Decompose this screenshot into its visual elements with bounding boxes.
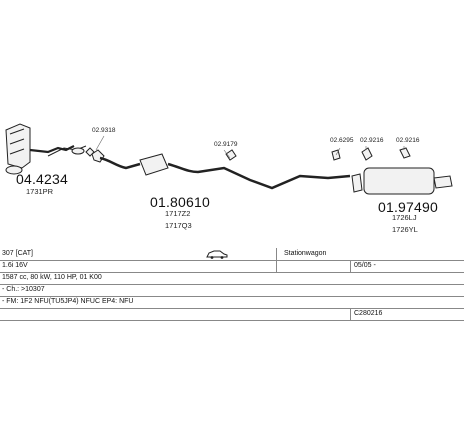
- part-ref-middle-silencer-2: 1717Q3: [165, 221, 192, 230]
- part-number-catalytic: 04.4234: [16, 171, 69, 187]
- part-ref-rear-silencer-2: 1726YL: [392, 225, 418, 234]
- spec-displacement: 1587 cc, 80 kW, 110 HP, 01 K00: [2, 274, 102, 281]
- part-number-hanger-3: 02.9216: [360, 137, 384, 144]
- rear-silencer-drawing: [351, 167, 453, 195]
- spec-row: - Ch.: >10307: [0, 284, 464, 297]
- spec-catalog-code: C280216: [354, 310, 383, 317]
- part-ref-middle-silencer-1: 1717Z2: [165, 209, 191, 218]
- part-number-hanger-1: 02.9179: [214, 141, 238, 148]
- hanger-rubber-drawings: [85, 147, 411, 161]
- part-number-rear-silencer: 01.97490: [378, 199, 438, 215]
- column-divider: [350, 260, 351, 272]
- exhaust-parts-drawing: [5, 123, 453, 195]
- spec-row: C280216: [0, 308, 464, 321]
- spec-date: 05/05 -: [354, 262, 376, 269]
- middle-silencer-drawing: [99, 153, 351, 190]
- spec-engine-codes: - FM: 1F2 NFU(TU5JP4) NFUC EP4: NFU: [2, 298, 134, 305]
- part-ref-catalytic: 1731PR: [26, 187, 54, 196]
- car-icon: [206, 249, 228, 263]
- spec-row: - FM: 1F2 NFU(TU5JP4) NFUC EP4: NFU: [0, 296, 464, 309]
- part-number-hanger-4: 02.9216: [396, 137, 420, 144]
- part-number-flange: 02.9318: [92, 127, 116, 134]
- part-ref-rear-silencer-1: 1726LJ: [392, 213, 417, 222]
- spec-row: 1.6i 16V 05/05 -: [0, 260, 464, 273]
- column-divider: [276, 248, 277, 272]
- exhaust-system-diagram: 04.4234 1731PR 02.9318 01.80610 1717Z2 1…: [5, 123, 453, 234]
- spec-row: 1587 cc, 80 kW, 110 HP, 01 K00: [0, 272, 464, 285]
- spec-engine: 1.6i 16V: [2, 262, 28, 269]
- catalytic-converter-drawing: [5, 123, 87, 175]
- part-number-hanger-2: 02.6295: [330, 137, 354, 144]
- column-divider: [350, 308, 351, 320]
- spec-row: 307 [CAT] Stationwagon: [0, 248, 464, 261]
- spec-model: 307 [CAT]: [2, 250, 33, 257]
- part-number-middle-silencer: 01.80610: [150, 194, 210, 210]
- spec-chassis: - Ch.: >10307: [2, 286, 45, 293]
- leader-lines: [95, 135, 405, 159]
- spec-body-type: Stationwagon: [284, 250, 327, 257]
